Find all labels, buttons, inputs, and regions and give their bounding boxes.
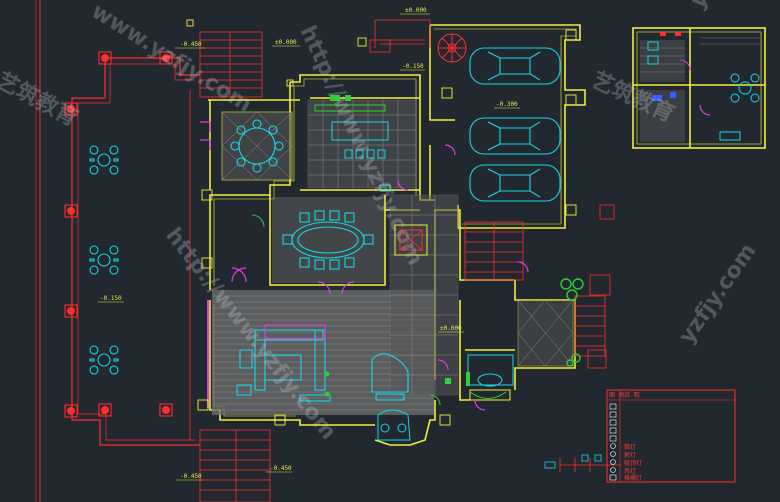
stair-icon: [199, 31, 263, 98]
kitchen-furniture: [314, 104, 391, 192]
kitchen-floor: [307, 99, 417, 189]
round-table-icon: [230, 119, 284, 173]
lobby-floor: [517, 299, 574, 367]
level-mark: ±0.000: [275, 39, 297, 46]
door-swings: [200, 59, 711, 411]
terrace: [64, 51, 200, 446]
dining-table-icon: [282, 210, 374, 270]
window-arcs: [251, 214, 507, 406]
bathroom-fixtures: [445, 372, 470, 386]
level-mark: -0.150: [402, 63, 424, 70]
sofa-icon: [236, 329, 331, 402]
stair-icon: [199, 429, 271, 502]
level-mark: ±0.000: [405, 7, 427, 14]
level-mark: -0.450: [270, 465, 292, 472]
planter-boxes: [369, 39, 615, 369]
dimension-lines: [374, 19, 620, 472]
plant-markers: [324, 371, 330, 397]
guest-house: [640, 32, 760, 142]
legend-row: 射灯: [624, 451, 636, 459]
living-room-rug-outline: [264, 324, 326, 340]
piano-icon: [371, 353, 409, 401]
level-mark: -0.450: [180, 41, 202, 48]
dining-room-floor: [272, 197, 384, 283]
level-mark: ±0.000: [440, 325, 462, 332]
columns: [186, 19, 577, 426]
plant-markers: [560, 278, 584, 367]
car-icon: [469, 47, 561, 202]
legend-row: 筒灯: [624, 443, 636, 451]
level-mark: -0.300: [496, 101, 518, 108]
stair-icon: [464, 221, 606, 357]
legend-header: 说 明: [624, 391, 640, 399]
level-mark: -0.450: [180, 473, 202, 480]
legend-table: 图 例 说 明 筒灯 射灯 吸顶灯 吊灯 格栅灯: [606, 389, 736, 483]
bay-window: [377, 409, 411, 441]
level-marks: ±0.000 -0.450 ±0.000 -0.150 -0.300 ±0.00…: [98, 7, 520, 481]
round-table-icon: [730, 73, 760, 103]
level-mark: -0.150: [100, 295, 122, 302]
kitchen-appliances: [330, 95, 351, 101]
round-table-icon: [89, 145, 119, 375]
stair-icon: [437, 33, 467, 63]
legend-row: 吊灯: [624, 467, 636, 475]
tea-room: [221, 111, 293, 181]
legend-row: 吸顶灯: [624, 459, 642, 467]
bathroom: [467, 354, 514, 401]
legend-header: 图 例: [609, 391, 625, 399]
legend-row: 格栅灯: [624, 474, 642, 482]
elevator-icon: [394, 224, 428, 256]
scale-icons: [544, 454, 602, 469]
